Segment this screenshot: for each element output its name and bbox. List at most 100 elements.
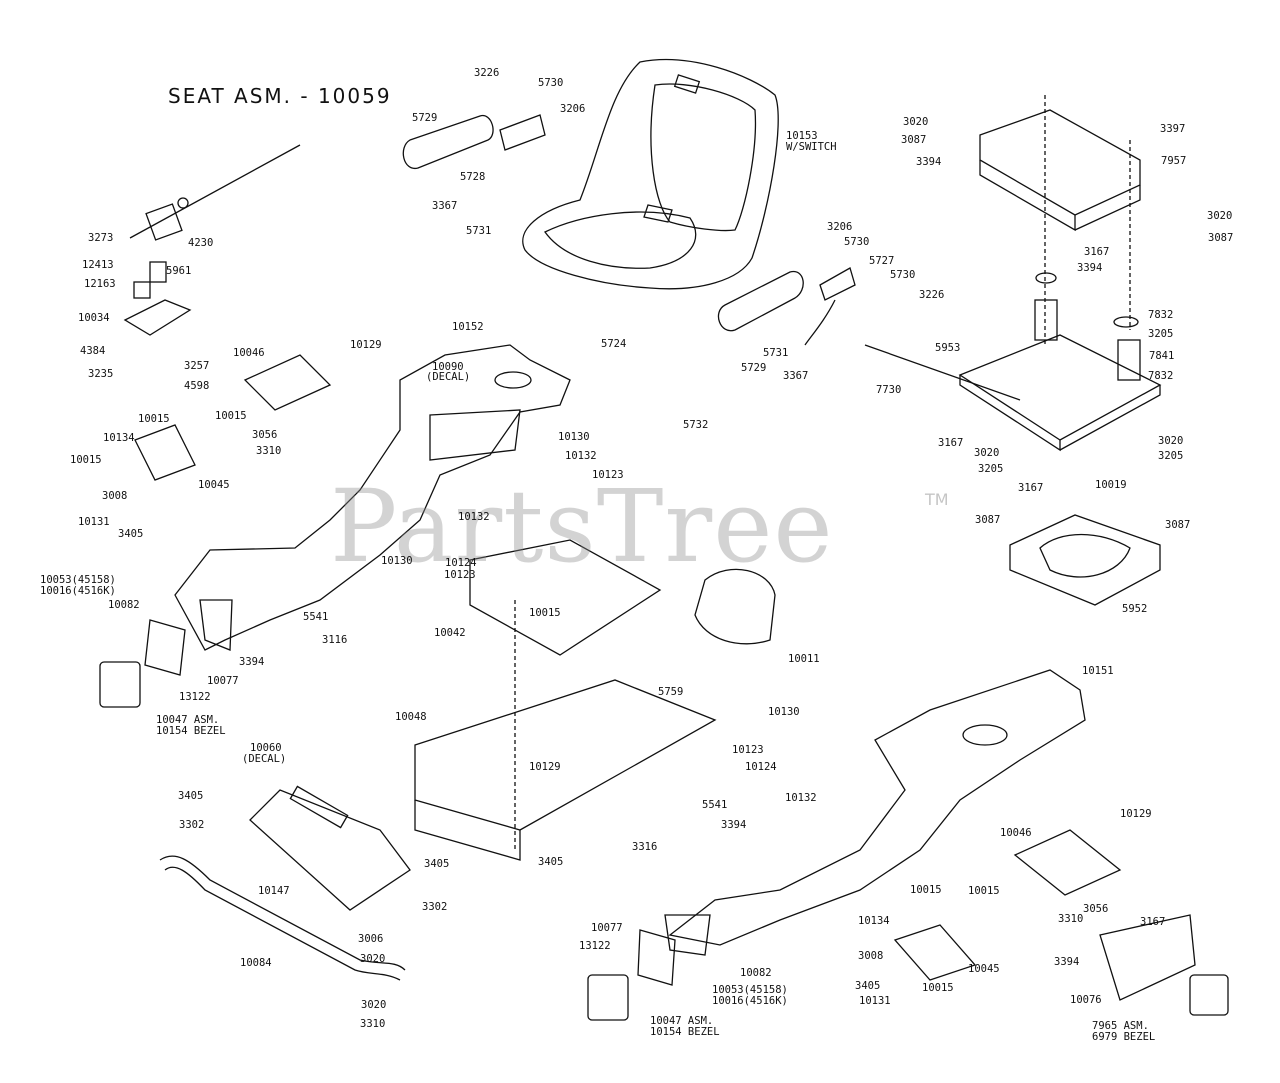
- part-number-label: 3056: [252, 429, 278, 441]
- part-number-label: 3273: [88, 232, 114, 244]
- part-number-label: 10134: [858, 915, 890, 927]
- part-number-label: 13122: [179, 691, 211, 703]
- part-number-label: 3205: [1158, 450, 1184, 462]
- watermark-text: PartsTree: [330, 468, 834, 585]
- part-number-label: 10129: [350, 339, 382, 351]
- part-number-label: 3006: [358, 933, 384, 945]
- part-number-label: 3205: [1148, 328, 1174, 340]
- part-number-label: 3394: [916, 156, 942, 168]
- part-number-label: 10046: [233, 347, 265, 359]
- part-number-label: 10084: [240, 957, 272, 969]
- part-number-label: 10034: [78, 312, 110, 324]
- blower-cover: [694, 568, 776, 645]
- part-number-label: 10047 ASM.: [650, 1015, 714, 1027]
- part-number-label: 10015: [215, 410, 247, 422]
- headlight-right: [587, 914, 1229, 1021]
- part-number-label: 10015: [922, 982, 954, 994]
- part-number-label: 5729: [741, 362, 767, 374]
- part-number-label: 3394: [239, 656, 265, 668]
- hood-grille: [159, 785, 411, 981]
- part-number-label: 5952: [1122, 603, 1148, 615]
- part-number-label: 3116: [322, 634, 348, 646]
- part-number-label: 10152: [452, 321, 484, 333]
- part-number-label: 5730: [844, 236, 870, 248]
- part-number-label: 3087: [975, 514, 1001, 526]
- part-number-label: 5541: [303, 611, 329, 623]
- armrest-right: [717, 267, 856, 346]
- part-number-label: 10154 BEZEL: [156, 725, 226, 737]
- part-number-label: 4598: [184, 380, 210, 392]
- part-number-label: 5730: [538, 77, 564, 89]
- part-number-label: 10077: [591, 922, 623, 934]
- part-number-label: 7832: [1148, 370, 1174, 382]
- part-number-label: 10011: [788, 653, 820, 665]
- part-number-label: 3302: [179, 819, 205, 831]
- part-number-label: 10042: [434, 627, 466, 639]
- part-number-label: 3020: [361, 999, 387, 1011]
- part-number-label: 7730: [876, 384, 902, 396]
- part-number-label: 10123: [732, 744, 764, 756]
- fender-lower: [664, 669, 1086, 956]
- part-number-label: (DECAL): [242, 753, 287, 765]
- cover-panel-10046-right: [1013, 829, 1122, 896]
- part-number-label: 3394: [1054, 956, 1080, 968]
- part-number-label: 4230: [188, 237, 214, 249]
- part-number-label: 10076: [1070, 994, 1102, 1006]
- part-number-label: 10015: [138, 413, 170, 425]
- part-number-label: 5731: [763, 347, 789, 359]
- part-number-label: 5728: [460, 171, 486, 183]
- part-number-label: 3367: [432, 200, 458, 212]
- part-number-label: 3405: [855, 980, 881, 992]
- part-number-label: 10130: [558, 431, 590, 443]
- part-number-label: 5730: [890, 269, 916, 281]
- part-number-label: 5729: [412, 112, 438, 124]
- part-number-label: 5953: [935, 342, 961, 354]
- part-number-label: 3405: [118, 528, 144, 540]
- part-number-label: 4384: [80, 345, 106, 357]
- part-number-label: 10082: [108, 599, 140, 611]
- part-number-label: 10153: [786, 130, 818, 142]
- part-number-label: 3235: [88, 368, 114, 380]
- part-number-label: 10123: [444, 569, 476, 581]
- part-number-label: 10154 BEZEL: [650, 1026, 720, 1038]
- part-number-label: 3020: [903, 116, 929, 128]
- footboard: [469, 539, 662, 656]
- trademark-mark: TM: [925, 490, 949, 509]
- part-number-label: 3167: [938, 437, 964, 449]
- part-number-label: 10015: [968, 885, 1000, 897]
- part-number-label: 3405: [538, 856, 564, 868]
- part-number-label: 5759: [658, 686, 684, 698]
- part-number-label: 3056: [1083, 903, 1109, 915]
- part-number-label: 7965 ASM.: [1092, 1020, 1149, 1032]
- part-number-label: 3226: [919, 289, 945, 301]
- part-number-label: 3167: [1018, 482, 1044, 494]
- part-number-label: 10129: [1120, 808, 1152, 820]
- part-number-label: 10124: [445, 557, 477, 569]
- part-number-label: 10132: [785, 792, 817, 804]
- part-number-label: 3205: [978, 463, 1004, 475]
- part-number-label: 10082: [740, 967, 772, 979]
- part-number-label: 10015: [529, 607, 561, 619]
- part-number-label: 3257: [184, 360, 210, 372]
- switch-panel: [123, 261, 192, 336]
- part-number-label: 10048: [395, 711, 427, 723]
- part-number-label: 3394: [721, 819, 747, 831]
- part-number-label: 3087: [901, 134, 927, 146]
- part-number-label: 10132: [458, 511, 490, 523]
- part-number-label: 10053(45158): [40, 574, 116, 586]
- part-number-label: 5541: [702, 799, 728, 811]
- part-number-label: 3310: [360, 1018, 386, 1030]
- part-number-label: 10045: [198, 479, 230, 491]
- cover-panel-10045-right: [893, 924, 977, 981]
- part-number-label: 12163: [84, 278, 116, 290]
- armrest-left: [402, 114, 546, 169]
- part-number-label: 10016(4516K): [40, 585, 116, 597]
- headlight-left: [99, 619, 186, 708]
- part-number-label: 3087: [1208, 232, 1234, 244]
- part-number-label: 3367: [783, 370, 809, 382]
- part-number-label: 3405: [178, 790, 204, 802]
- part-number-label: 10077: [207, 675, 239, 687]
- part-number-label: 3316: [632, 841, 658, 853]
- part-number-label: 10123: [592, 469, 624, 481]
- part-number-label: 10129: [529, 761, 561, 773]
